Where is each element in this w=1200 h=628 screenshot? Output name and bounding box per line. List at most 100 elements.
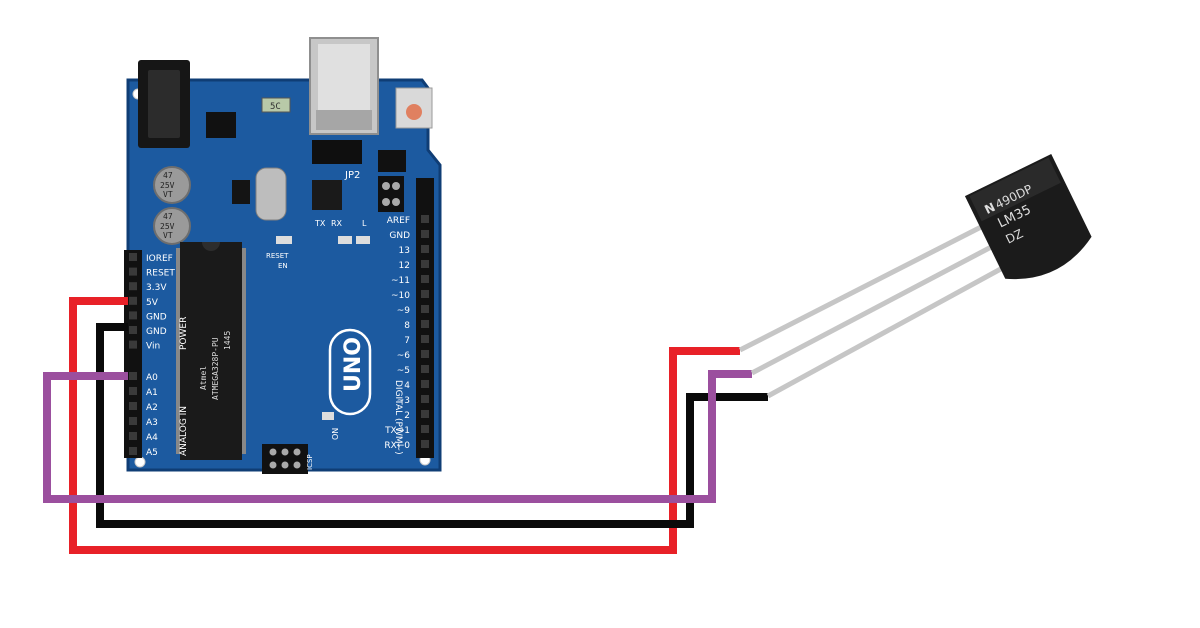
pin-label: ~10: [391, 291, 410, 301]
header-pin: [129, 267, 137, 276]
pin-label: 3.3V: [146, 283, 167, 293]
sensor-lead-vcc: [738, 222, 987, 353]
header-pin: [421, 320, 429, 328]
header-pin: [129, 326, 137, 334]
icsp-header: [262, 444, 308, 474]
lm35-sensor: N 490DP LM35 DZ: [738, 154, 1092, 399]
pin-label: ~5: [397, 366, 410, 376]
svg-text:47: 47: [163, 212, 173, 221]
capacitor-2: 47 25V VT: [153, 207, 191, 245]
polyfuse: [261, 97, 291, 113]
tx-label: TX: [314, 219, 326, 228]
icsp-label: ICSP: [306, 454, 314, 470]
svg-text:VT: VT: [163, 190, 173, 199]
header-pin: [421, 440, 429, 448]
pin-label: ~3: [397, 396, 410, 406]
pin-label: 13: [399, 246, 410, 256]
led-power-indicator: [276, 236, 292, 244]
pin-label: A2: [146, 403, 158, 413]
pin-label: 4: [404, 381, 410, 391]
arduino-uno-board: 5C 47 25V VT 47 25V VT JP2: [124, 37, 442, 474]
header-pin: [421, 230, 429, 238]
header-pin: [421, 350, 429, 358]
header-pin: [421, 335, 429, 343]
header-pin: [421, 395, 429, 403]
wire-gnd-black: [96, 323, 768, 528]
on-label: ON: [331, 428, 340, 440]
pin-label: 8: [404, 321, 410, 331]
chip-code: 1445: [223, 331, 232, 350]
pin-label: A1: [146, 388, 158, 398]
voltage-regulator: [206, 112, 236, 138]
header-pin: [129, 447, 137, 455]
crystal-oscillator: [255, 167, 287, 221]
capacitor-1: 47 25V VT: [153, 166, 191, 204]
usb-controller-chip: [312, 180, 342, 210]
pin-label: ~6: [397, 351, 411, 361]
smd-chip: [232, 180, 250, 204]
pin-label: RX←0: [384, 441, 410, 451]
right-header-strip: [416, 178, 434, 458]
reset-en-label: RESET: [266, 252, 289, 260]
jp2-header: [378, 176, 404, 212]
uno-text: UNO: [341, 337, 366, 392]
en-label: EN: [278, 262, 288, 270]
l-label: L: [362, 219, 367, 228]
left-header-strip: [124, 250, 142, 458]
reset-button: [406, 104, 422, 120]
header-pin: [129, 296, 137, 305]
sensor-body: N 490DP LM35 DZ: [964, 154, 1092, 280]
rx-label: RX: [331, 219, 343, 228]
mounting-hole: [134, 456, 146, 468]
wire-signal-purple: [43, 370, 752, 503]
led-rx: [356, 236, 370, 244]
pin-label: ~9: [397, 306, 411, 316]
pin-label: AREF: [387, 216, 410, 226]
pin-label: GND: [146, 312, 167, 322]
chip-label: ATMEGA328P-PU: [211, 337, 220, 400]
header-pin: [421, 410, 429, 418]
led-on: [322, 412, 334, 420]
header-pin: [421, 275, 429, 283]
svg-text:VT: VT: [163, 231, 173, 240]
pin-label: Vin: [146, 342, 160, 352]
reset-button-body: [395, 87, 433, 129]
chip-brand: Atmel: [199, 366, 208, 390]
polyfuse-label: 5C: [270, 102, 281, 112]
header-pin: [421, 215, 429, 223]
led-tx: [338, 236, 352, 244]
sensor-line3: DZ: [1003, 226, 1025, 246]
usb-connector-base: [316, 110, 372, 130]
pin-label: RESET: [146, 269, 175, 279]
pin-label: 5V: [146, 298, 159, 308]
header-pin: [421, 365, 429, 373]
wires: [43, 297, 768, 554]
uno-logo: UNO: [328, 328, 372, 416]
header-pin: [421, 290, 429, 298]
power-title: POWER: [179, 317, 189, 350]
svg-text:47: 47: [163, 171, 173, 180]
header-pin: [129, 417, 137, 425]
jp2-label: JP2: [344, 170, 360, 181]
header-pin: [421, 380, 429, 388]
icsp-header-top: [378, 150, 406, 172]
pin-label: GND: [146, 327, 167, 337]
pin-label: ~11: [391, 276, 410, 286]
pin-label: IOREF: [146, 254, 173, 264]
wire-5v-red: [69, 297, 740, 554]
pin-label: A4: [146, 433, 158, 443]
header-pin: [421, 245, 429, 253]
pin-label: TX→1: [384, 426, 410, 436]
header-pin: [129, 253, 137, 261]
pin-label: A3: [146, 418, 158, 428]
sensor-lead-out: [750, 242, 997, 376]
atmega328p-chip: ATMEGA328P-PU Atmel 1445: [176, 242, 246, 460]
header-pin: [421, 305, 429, 313]
svg-text:25V: 25V: [160, 222, 175, 231]
digital-title: DIGITAL (PWM~): [393, 380, 403, 455]
pin-label: A5: [146, 448, 158, 458]
